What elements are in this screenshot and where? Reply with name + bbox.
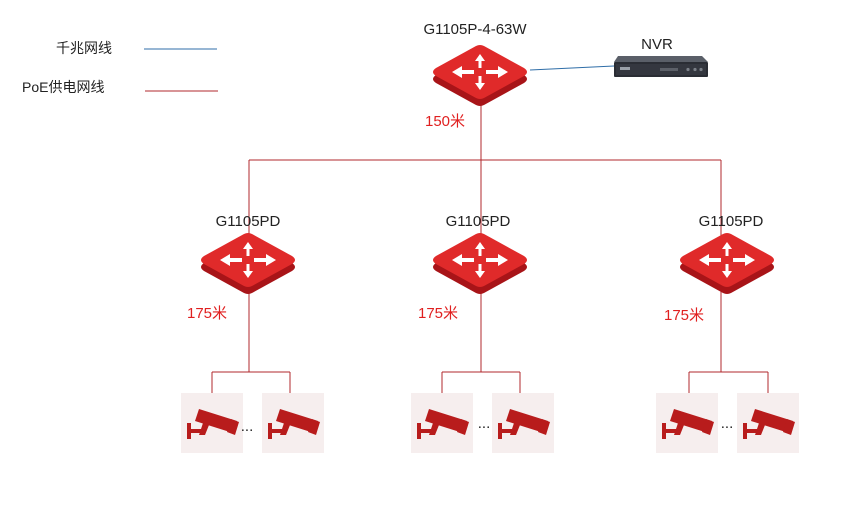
branch-2-distance: 175米: [418, 305, 458, 322]
branch-switch-3-label: G1105PD: [699, 213, 764, 230]
camera-icon: [181, 393, 243, 453]
router-switch-icon: [433, 233, 527, 294]
router-switch-icon: [680, 233, 774, 294]
camera-group-3-ellipsis: ...: [721, 415, 734, 432]
branch-switch-1: G1105PD 175米: [187, 213, 295, 322]
core-switch-label: G1105P-4-63W: [423, 21, 527, 38]
camera-icon: [262, 393, 324, 453]
branch-switch-2-label: G1105PD: [446, 213, 511, 230]
camera-group-2: ...: [411, 393, 554, 453]
legend: 千兆网线 PoE供电网线: [22, 40, 218, 95]
trunk-distance: 150米: [425, 113, 465, 130]
camera-icon: [737, 393, 799, 453]
branch-3-distance: 175米: [664, 307, 704, 324]
branch-switch-1-label: G1105PD: [216, 213, 281, 230]
core-switch: G1105P-4-63W 150米: [423, 21, 527, 130]
legend-poe-label: PoE供电网线: [22, 79, 104, 95]
connection-lines: [211, 65, 769, 394]
camera-group-1: ...: [181, 393, 324, 453]
router-switch-icon: [201, 233, 295, 294]
nvr-device: NVR: [614, 36, 708, 77]
camera-group-2-ellipsis: ...: [478, 415, 491, 432]
nvr-label: NVR: [641, 36, 673, 53]
branch-switch-2: G1105PD 175米: [418, 213, 527, 322]
camera-group-3: ...: [656, 393, 799, 453]
camera-icon: [411, 393, 473, 453]
legend-gigabit-label: 千兆网线: [56, 40, 112, 56]
branch-switch-3: G1105PD 175米: [664, 213, 774, 324]
nvr-recorder-icon: [614, 56, 708, 77]
router-switch-icon: [433, 45, 527, 106]
camera-icon: [492, 393, 554, 453]
branch-1-distance: 175米: [187, 305, 227, 322]
link-core-nvr: [529, 65, 615, 71]
camera-icon: [656, 393, 718, 453]
camera-group-1-ellipsis: ...: [241, 418, 254, 435]
